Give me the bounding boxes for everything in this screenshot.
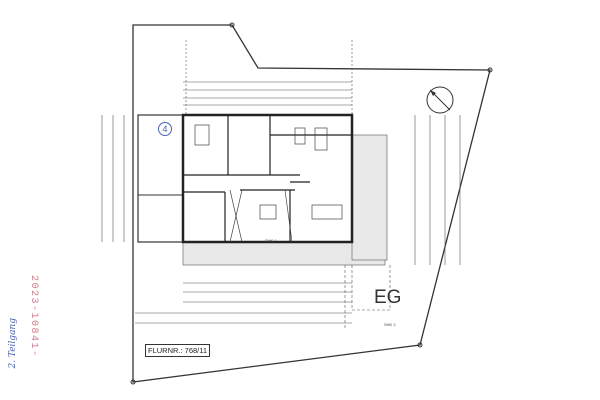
- parcel-line-2: SHK 2: [384, 322, 396, 327]
- lot-corner-marker: [487, 67, 493, 73]
- floor-label: EG: [374, 287, 402, 308]
- file-number-stamp: 2023-10841-: [28, 275, 39, 358]
- lot-corner-marker: [229, 22, 235, 28]
- lot-boundary: [132, 24, 491, 383]
- lot-corner-marker: [130, 379, 136, 385]
- furniture: [194, 124, 343, 243]
- stair-area: [351, 134, 388, 261]
- handwritten-room-number: 4: [158, 122, 172, 136]
- north-arrow: [426, 86, 454, 114]
- dimension-lines-bottom: [135, 250, 391, 330]
- building-outline: [181, 113, 354, 244]
- interior-walls: [183, 115, 352, 242]
- parcel-line-1: SHK 1: [265, 238, 277, 243]
- lot-corner-marker: [417, 342, 423, 348]
- dimension-lines-right: [414, 115, 461, 265]
- dimension-lines-top: [183, 40, 353, 115]
- dimension-lines-left: [101, 115, 125, 242]
- parcel-number-box: FLURNR.: 768/11: [145, 344, 211, 357]
- handwritten-note: 2. Teilgang: [8, 318, 18, 369]
